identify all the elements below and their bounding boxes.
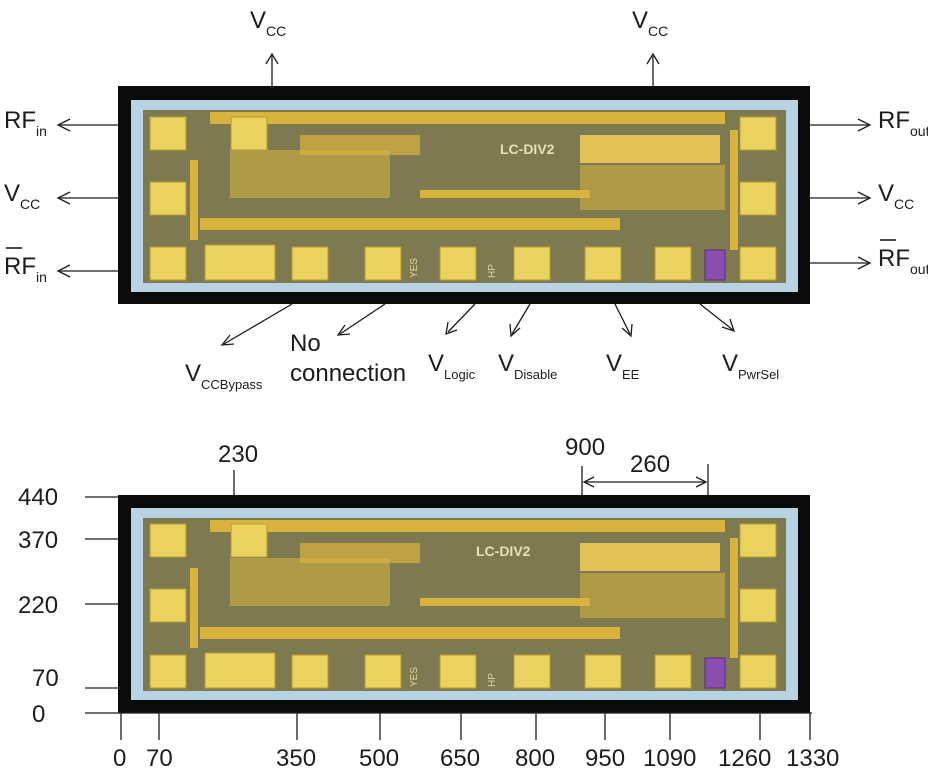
chip-small-mark: YES [409,258,420,278]
y-tick-label: 370 [18,527,58,554]
pad [739,181,777,216]
label-top-vcc-right: VCC [632,7,668,39]
pad [739,588,777,623]
dimension-diagram: LC-DIV2 YES HP [18,434,839,772]
pad [739,654,777,689]
pad [149,246,187,281]
chip-pads [149,523,777,689]
x-tick-label: 650 [440,745,480,772]
label-no-connection-line2: connection [290,360,406,387]
pad [149,116,187,151]
x-tick-label: 500 [359,745,399,772]
pin-arrows [56,52,872,346]
label-v-logic: VLogic [428,350,476,382]
label-vcc-left: VCC [4,180,40,212]
x-tick-label: 1330 [786,745,839,772]
pad-purple [704,657,726,689]
label-rf-in-bar: RFin [4,253,47,285]
pad [204,652,276,689]
chip-logo: HP [487,264,498,278]
pad [149,654,187,689]
label-vcc-right: VCC [878,180,914,212]
chip-logo: HP [487,673,498,687]
pad [230,523,268,558]
pad [513,246,551,281]
x-tick-label: 1090 [643,745,696,772]
pad [149,523,187,558]
label-no-connection-line1: No [290,330,321,357]
x-tick-label: 1260 [718,745,771,772]
pad [291,654,329,689]
pad [584,246,622,281]
pad [149,588,187,623]
x-tick-label: 800 [515,745,555,772]
pad [439,654,477,689]
label-v-ee: VEE [606,350,640,382]
pad [513,654,551,689]
chip-traces [190,520,738,658]
label-vcc-bypass: VCCBypass [185,360,263,392]
x-tick-label: 0 [113,745,126,772]
label-v-disable: VDisable [498,350,557,382]
x-tick-label: 950 [585,745,625,772]
pad [584,654,622,689]
pad [739,523,777,558]
pad [364,654,402,689]
dim-label-span: 260 [630,451,670,478]
pad [439,246,477,281]
pad [654,246,692,281]
chip-small-mark: YES [409,667,420,687]
label-rf-out: RFout [878,107,928,139]
pad [739,116,777,151]
dimension-lines [85,464,812,740]
pad [230,116,268,151]
label-rf-out-bar: RFout [878,245,928,277]
label-v-pwrsel: VPwrSel [722,350,779,382]
chip-traces [190,112,738,250]
chip-pads [149,116,777,281]
chip-marking: LC-DIV2 [476,543,531,559]
pad [364,246,402,281]
y-tick-label: 0 [32,701,45,728]
dim-label-top-0: 230 [218,441,258,468]
y-tick-label: 440 [18,484,58,511]
chip-marking: LC-DIV2 [500,141,555,157]
label-top-vcc-left: VCC [250,7,286,39]
pinout-diagram: LC-DIV2 YES HP [4,7,928,392]
pad [149,181,187,216]
pad [204,244,276,281]
dim-label-top-1: 900 [565,434,605,461]
pad-purple [704,249,726,281]
label-rf-in: RFin [4,107,47,139]
y-tick-label: 70 [32,665,59,692]
pad [291,246,329,281]
x-tick-label: 70 [146,745,173,772]
y-tick-label: 220 [18,592,58,619]
pad [654,654,692,689]
x-tick-label: 350 [276,745,316,772]
pad [739,246,777,281]
